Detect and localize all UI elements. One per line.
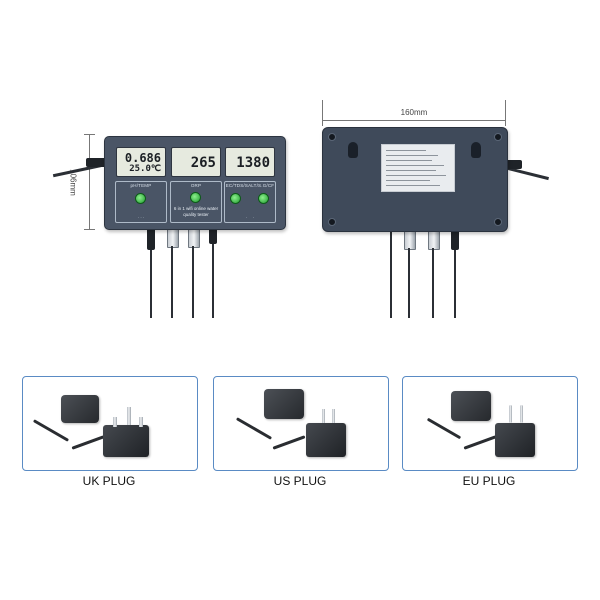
panel-3-marks: · ·: [245, 215, 255, 220]
us-plug-wire: [272, 435, 306, 450]
height-dimension-bottom-tick: [84, 229, 95, 230]
front-bnc-connector-1: [167, 228, 179, 248]
panel-3-button-left[interactable]: [230, 193, 241, 204]
eu-adapter-body: [451, 391, 491, 421]
control-panel-2: ORP 6 in 1 wifi online water quality tes…: [170, 181, 222, 223]
width-dimension-left-tick: [322, 100, 323, 126]
uk-plug-card: [22, 376, 198, 471]
rear-bnc-connector-1: [404, 230, 416, 250]
us-plug-pin-left: [322, 409, 325, 423]
uk-plug-pin-top: [127, 407, 131, 425]
rear-dc-cable: [454, 250, 456, 318]
front-device: 0.686 25.0℃ 265 1380 pH/TEMP · · · ORP 6…: [104, 136, 286, 230]
mounting-hole-left: [348, 142, 358, 158]
width-dimension-right-tick: [505, 100, 506, 126]
us-plug-card: [213, 376, 389, 471]
control-panel-3: EC/TDS/SALT/S.G/CF · ·: [224, 181, 276, 223]
eu-plug-pin-right: [520, 405, 523, 423]
lcd-display-2: 265: [171, 147, 221, 177]
front-dc-connector: [147, 228, 155, 250]
uk-plug-label: UK PLUG: [82, 474, 136, 488]
panel-2-label: ORP: [190, 183, 202, 188]
rear-power-jack: [502, 160, 522, 169]
us-adapter-body: [264, 389, 304, 419]
screw-top-right: [494, 133, 502, 141]
us-plug-pin-right: [332, 409, 335, 423]
width-dimension-line: [322, 120, 506, 121]
us-adapter-wire: [235, 417, 273, 440]
panel-1-button[interactable]: [135, 193, 146, 204]
screw-bottom-right: [494, 218, 502, 226]
panel-3-label: EC/TDS/SALT/S.G/CF: [225, 183, 275, 188]
rear-cable-1: [390, 230, 392, 318]
lcd-1-main-value: 0.686: [124, 151, 161, 165]
mounting-hole-right: [471, 142, 481, 158]
panel-1-label: pH/TEMP: [130, 183, 152, 188]
rear-bnc-connector-2: [428, 230, 440, 250]
eu-plug-label: EU PLUG: [462, 474, 516, 488]
uk-adapter-body: [61, 395, 99, 423]
lcd-display-3: 1380: [225, 147, 275, 177]
eu-plug-pin-left: [509, 405, 512, 423]
panel-2-tester-text: 6 in 1 wifi online water quality tester: [173, 206, 219, 217]
front-probe-connector-3: [209, 228, 217, 244]
front-bnc-connector-2: [188, 228, 200, 248]
front-power-jack: [86, 158, 106, 167]
uk-plug-pin-right: [139, 417, 143, 427]
eu-plug-wire: [463, 435, 497, 450]
front-probe-cable-2: [192, 246, 194, 318]
front-probe-cable-3: [212, 244, 214, 318]
height-dimension-top-tick: [84, 134, 95, 135]
panel-1-marks: · · ·: [137, 215, 145, 220]
height-dimension-line: [89, 134, 90, 230]
rear-dc-connector: [451, 230, 459, 250]
uk-plug-wire: [71, 435, 105, 450]
front-dc-cable: [150, 250, 152, 318]
lcd-1-sub-value: 25.0℃: [129, 164, 161, 174]
control-panel-1: pH/TEMP · · ·: [115, 181, 167, 223]
rear-probe-cable-1: [408, 248, 410, 318]
front-probe-cable-1: [171, 246, 173, 318]
spec-label-sticker: [381, 144, 455, 192]
screw-bottom-left: [328, 218, 336, 226]
screw-top-left: [328, 133, 336, 141]
us-plug-head: [306, 423, 346, 457]
rear-probe-cable-2: [432, 248, 434, 318]
lcd-3-main-value: 1380: [236, 155, 270, 171]
lcd-display-1: 0.686 25.0℃: [116, 147, 166, 177]
eu-plug-card: [402, 376, 578, 471]
rear-device: [322, 127, 508, 232]
eu-plug-head: [495, 423, 535, 457]
panel-3-button-right[interactable]: [258, 193, 269, 204]
us-plug-label: US PLUG: [273, 474, 327, 488]
panel-2-button[interactable]: [190, 192, 201, 203]
width-dimension-label: 160mm: [400, 108, 428, 117]
uk-plug-head: [103, 425, 149, 457]
lcd-2-main-value: 265: [190, 155, 216, 171]
uk-plug-pin-left: [113, 417, 117, 427]
